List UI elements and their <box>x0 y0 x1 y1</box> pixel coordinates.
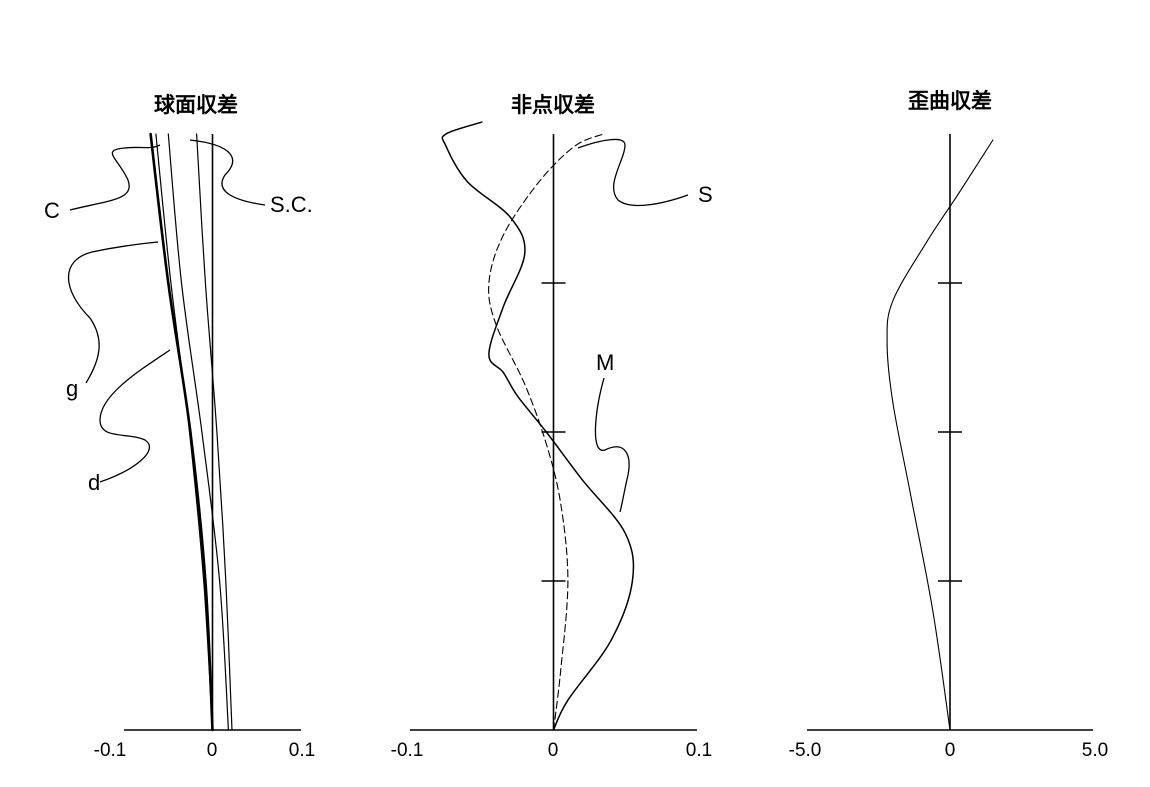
spherical-aberration-panel: 球面収差 -0.1 0 0.1 C S.C. g d <box>44 93 315 761</box>
x-tick-label-zero: 0 <box>548 740 559 761</box>
panel-title: 球面収差 <box>154 93 238 117</box>
series-distortion-line <box>887 140 993 730</box>
x-tick-label-max: 0.1 <box>686 740 712 761</box>
label-m: M <box>596 350 614 375</box>
panel-title: 歪曲収差 <box>908 89 992 113</box>
leader-c <box>70 145 160 210</box>
label-c: C <box>44 198 60 223</box>
label-sc: S.C. <box>270 192 313 217</box>
x-tick-label-min: -5.0 <box>789 740 822 761</box>
distortion-panel: 歪曲収差 -5.0 0 5.0 <box>789 89 1109 761</box>
leader-s <box>578 139 688 205</box>
leader-d <box>100 350 170 482</box>
series-d-line <box>151 134 213 730</box>
leader-g <box>69 242 159 383</box>
leader-sc <box>190 140 265 205</box>
x-tick-label-max: 5.0 <box>1082 740 1108 761</box>
label-g: g <box>66 376 78 401</box>
leader-m <box>595 378 629 512</box>
series-m-line <box>442 122 633 730</box>
series-g-line <box>156 134 213 730</box>
x-tick-label-min: -0.1 <box>94 740 127 761</box>
panel-title: 非点収差 <box>511 93 595 117</box>
x-tick-label-zero: 0 <box>207 740 218 761</box>
astigmatism-panel: 非点収差 -0.1 0 0.1 S M <box>391 93 713 761</box>
label-s: S <box>698 182 713 207</box>
label-d: d <box>88 470 100 495</box>
x-tick-label-max: 0.1 <box>289 740 315 761</box>
x-tick-label-zero: 0 <box>945 740 956 761</box>
x-tick-label-min: -0.1 <box>391 740 424 761</box>
series-c-line <box>168 134 228 730</box>
